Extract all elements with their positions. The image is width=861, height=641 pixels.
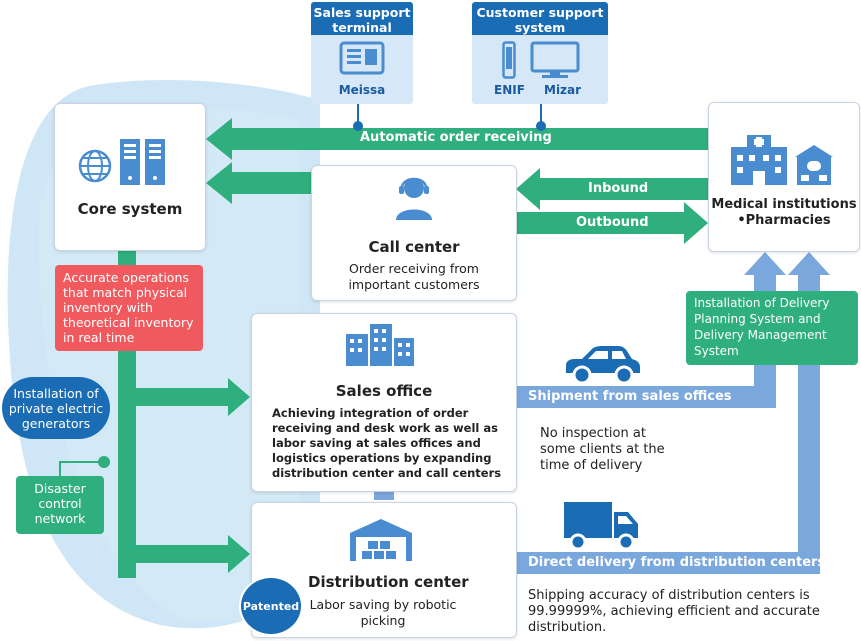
customer-connector bbox=[536, 121, 546, 131]
warehouse-icon bbox=[350, 519, 412, 561]
distribution-center-desc: Labor saving by robotic picking bbox=[309, 597, 457, 628]
sales-support-terminal: Sales support terminal Meissa bbox=[311, 2, 413, 104]
server-icon bbox=[120, 139, 165, 185]
outbound-label: Outbound bbox=[576, 215, 649, 230]
inbound-label: Inbound bbox=[588, 181, 649, 196]
sales-office-box: Sales office Achieving integration of or… bbox=[251, 313, 517, 492]
call-center-title: Call center bbox=[368, 238, 460, 256]
outbound-arrow-head bbox=[684, 202, 708, 244]
truck-icon bbox=[564, 502, 638, 551]
distribution-center-title: Distribution center bbox=[308, 573, 469, 591]
core-system-title: Core system bbox=[77, 200, 183, 218]
accurate-operations-tag: Accurate operations that match physical … bbox=[55, 265, 203, 351]
direct-delivery-arrow-up bbox=[788, 252, 830, 275]
medical-institutions-box: Medical institutions •Pharmacies bbox=[708, 102, 860, 252]
disaster-connector bbox=[98, 456, 110, 468]
delivery-planning-tag: Installation of Delivery Planning System… bbox=[686, 291, 858, 365]
green-branch-dc bbox=[118, 545, 228, 563]
customer-support-system: Customer support system ENIF Mizar bbox=[472, 2, 608, 104]
call-core-arrow-body bbox=[232, 172, 312, 194]
green-branch-sales bbox=[118, 388, 228, 406]
shipment-sales-arrow-up bbox=[744, 252, 786, 275]
inbound-arrow-body bbox=[540, 178, 708, 200]
sales-support-title: Sales support terminal bbox=[311, 2, 413, 35]
office-building-icon bbox=[346, 324, 414, 366]
green-arrow-sales bbox=[228, 378, 250, 416]
hospital-icon bbox=[731, 135, 787, 185]
sales-office-desc: Achieving integration of order receiving… bbox=[272, 406, 502, 480]
auto-order-arrow-head bbox=[206, 118, 232, 160]
distribution-center-box: Distribution center Labor saving by robo… bbox=[251, 502, 517, 638]
monitor-icon bbox=[530, 41, 580, 78]
smartphone-icon bbox=[502, 41, 516, 79]
shipping-accuracy-note: Shipping accuracy of distribution center… bbox=[528, 588, 820, 635]
meissa-label: Meissa bbox=[338, 83, 386, 97]
meissa-connector bbox=[353, 121, 363, 131]
inbound-arrow-head bbox=[516, 168, 540, 210]
shipment-sales-bar bbox=[516, 386, 776, 408]
direct-delivery-bar bbox=[516, 552, 820, 574]
core-system-box: Core system bbox=[54, 103, 206, 251]
green-arrow-dc bbox=[228, 535, 250, 573]
enif-label: ENIF bbox=[494, 83, 525, 97]
shipment-sales-label: Shipment from sales offices bbox=[528, 389, 732, 404]
automatic-order-label: Automatic order receiving bbox=[360, 130, 552, 145]
outbound-arrow-body bbox=[516, 212, 684, 234]
call-center-desc: Order receiving from important customers bbox=[348, 261, 480, 292]
laptop-icon bbox=[339, 41, 385, 75]
call-core-arrow-head bbox=[206, 162, 232, 204]
globe-icon bbox=[78, 149, 112, 183]
mizar-label: Mizar bbox=[544, 83, 582, 97]
medical-institutions-title: Medical institutions •Pharmacies bbox=[711, 197, 857, 228]
auto-order-arrow-body bbox=[232, 128, 708, 150]
disaster-control-tag: Disaster control network bbox=[16, 476, 104, 534]
pharmacy-icon bbox=[795, 145, 833, 185]
private-generators-tag: Installation of private electric generat… bbox=[2, 377, 110, 439]
headset-operator-icon bbox=[396, 177, 432, 220]
call-center-box: Call center Order receiving from importa… bbox=[311, 165, 517, 301]
customer-support-title: Customer support system bbox=[472, 2, 608, 35]
car-icon bbox=[566, 346, 640, 385]
sales-office-title: Sales office bbox=[335, 382, 433, 400]
no-inspection-note: No inspection at some clients at the tim… bbox=[540, 426, 665, 473]
direct-delivery-label: Direct delivery from distribution center… bbox=[528, 555, 826, 570]
patented-badge: Patented bbox=[239, 576, 303, 636]
